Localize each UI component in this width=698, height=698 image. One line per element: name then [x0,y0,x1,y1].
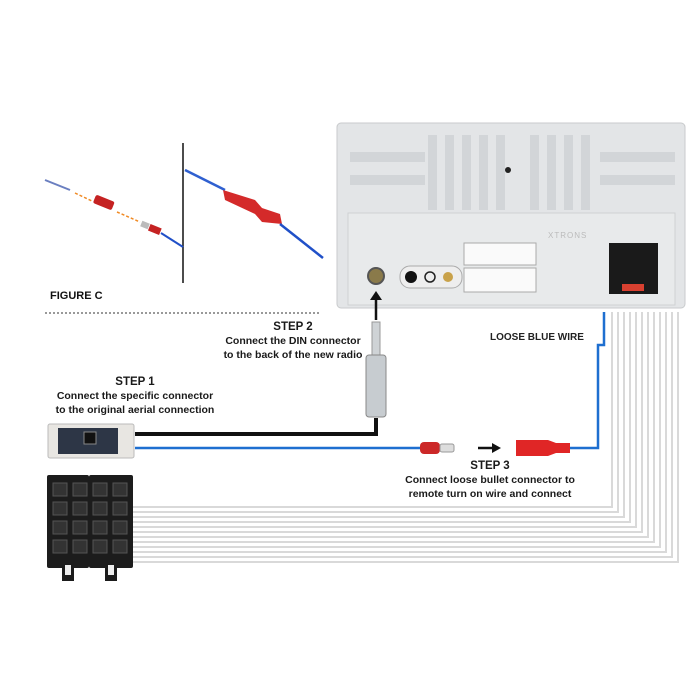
fin [600,152,675,162]
fin [564,135,573,210]
harness-port-lower [463,267,537,293]
gps-socket [443,272,453,282]
harness-wire [133,312,643,533]
harness-wire [133,312,649,538]
iso-pin [52,482,68,497]
harness-port-upper [463,242,537,266]
iso-pin [72,539,88,554]
heatsink-fins [350,135,675,210]
arrow-head [370,291,382,300]
female-bullet-connector [516,440,570,456]
antenna-cable [135,418,378,436]
aerial-connector-latch [83,431,97,445]
step-2-line-2: to the back of the new radio [223,349,363,361]
iso-pin [92,520,108,535]
iso-pin [92,501,108,516]
fin [445,135,454,210]
blue-wire [279,223,324,259]
antenna-socket [367,267,385,285]
step-3-title: STEP 3 [470,460,510,472]
bullet-tip [439,443,455,453]
male-connector [147,223,162,235]
step-1-title: STEP 1 [115,376,155,388]
step-2-line-1: Connect the DIN connector [225,335,361,347]
fin [428,135,437,210]
step-3-label: STEP 3 Connect loose bullet connector to… [390,459,590,501]
fin [581,135,590,210]
harness-wires [133,312,679,563]
iso-pin [112,501,128,516]
step-3-line-2: remote turn on wire and connect [408,488,572,500]
iso-pin [52,501,68,516]
step-2-label: STEP 2 Connect the DIN connector to the … [198,320,388,362]
step-1-label: STEP 1 Connect the specific connector to… [40,375,230,417]
joined-connector [223,190,282,224]
iso-pin [72,520,88,535]
harness-wire [133,312,619,513]
blue-wire [184,168,226,192]
step-1-line-1: Connect the specific connector [56,390,214,402]
stripped-wire [44,179,71,191]
av-port-plate [399,265,463,289]
step-1-line-2: to the original aerial connection [55,404,215,416]
iso-pin [72,482,88,497]
mic-jack [424,271,436,283]
iso-pin [52,539,68,554]
fin [600,175,675,185]
fin [462,135,471,210]
brand-logo: XTRONS [548,231,587,240]
harness-wire [133,312,637,528]
fin [530,135,539,210]
harness-wire [133,312,679,563]
iso-pin [92,482,108,497]
harness-wire [133,312,673,558]
iso-pin [112,482,128,497]
figure-c-inset [44,143,324,314]
figure-c-label: FIGURE C [50,290,103,302]
harness-wire [133,312,631,523]
hole [505,167,511,173]
harness-wire [133,312,613,508]
step-3-line-1: Connect loose bullet connector to [405,474,575,486]
iso-connector [47,475,133,581]
iso-pin [52,520,68,535]
male-bullet-connector [420,442,440,454]
audio-jack [405,271,417,283]
fin [479,135,488,210]
din-plug [365,354,387,418]
iso-pin [112,539,128,554]
fin [350,152,425,162]
radio-back-panel: XTRONS [336,122,686,309]
blue-wire [160,232,184,248]
iso-pin [92,539,108,554]
arrow-head [492,443,501,453]
fin [350,175,425,185]
iso-pin [112,520,128,535]
step-2-title: STEP 2 [273,321,313,333]
loose-blue-wire [570,312,606,450]
harness-wire [133,312,661,548]
guide-arrow [74,192,93,202]
harness-wire [133,312,667,553]
loose-blue-wire-label: LOOSE BLUE WIRE [490,332,584,343]
iso-pin [72,501,88,516]
fin [547,135,556,210]
bullet-tip [140,220,150,230]
fin [496,135,505,210]
guide-arrow [116,211,141,223]
fuse [622,284,644,291]
harness-wire [133,312,655,543]
female-connector [93,195,115,210]
harness-wire [133,312,625,518]
